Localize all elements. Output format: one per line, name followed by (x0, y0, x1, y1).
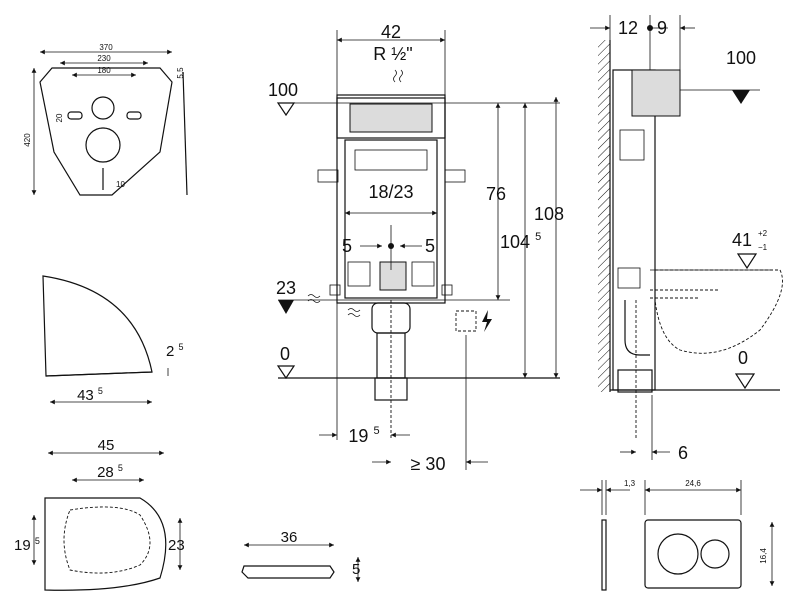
plate-w2: 230 (97, 54, 111, 63)
seat-top-w: 45 (98, 437, 115, 454)
seat-thick-sup: 5 (179, 342, 184, 352)
frame-width: 42 (381, 22, 401, 42)
side-level-100: 100 (726, 48, 756, 68)
svg-text:2 5: 2 5 (166, 342, 184, 360)
seat-thick: 2 (166, 343, 174, 360)
svg-text:19 5: 19 5 (14, 536, 40, 554)
seat-top-inner-sup: 5 (118, 463, 123, 473)
frame-w1823: 18/23 (368, 182, 413, 202)
seat-top-inner: 28 (97, 464, 114, 481)
svg-text:19 5: 19 5 (348, 425, 379, 446)
seat-top-h-left: 19 (14, 537, 31, 554)
lid-view: 36 5 (241, 529, 361, 582)
button-thick: 1,3 (624, 479, 636, 488)
side-d12: 12 (618, 18, 638, 38)
side-h41: 41 (732, 230, 752, 250)
side-tol-minus: −1 (758, 243, 768, 252)
plate-d2: 10 (116, 180, 125, 189)
plate-t: 5,5 (176, 67, 185, 79)
frame-h104-sup: 5 (535, 231, 541, 243)
plate-w1: 370 (99, 43, 113, 52)
insulation-plate: 370 230 180 420 20 10 5,5 (23, 43, 188, 196)
frame-five-left: 5 (342, 236, 352, 256)
flush-button-view: 1,3 24,6 16,4 (580, 479, 775, 591)
seat-depth: 43 (77, 387, 94, 404)
side-d6: 6 (678, 443, 688, 463)
frame-level-23: 23 (276, 278, 296, 298)
frame-level-100: 100 (268, 80, 298, 100)
button-h: 16,4 (759, 548, 768, 564)
seat-top-h-right: 23 (168, 537, 185, 554)
frame-level-0: 0 (280, 344, 290, 364)
svg-text:104 5: 104 5 (500, 231, 541, 252)
side-tol-plus: +2 (758, 229, 768, 238)
frame-thread: R ½" (373, 44, 412, 64)
frame-five-right: 5 (425, 236, 435, 256)
seat-side-view: 2 5 43 5 (42, 275, 184, 405)
seat-depth-sup: 5 (98, 386, 103, 396)
frame-h76: 76 (486, 184, 506, 204)
side-level-0: 0 (738, 348, 748, 368)
plate-d1: 20 (55, 113, 64, 122)
lid-h: 5 (352, 561, 360, 578)
side-view: 12 9 100 41 +2 −1 0 6 (590, 15, 783, 463)
button-w: 24,6 (685, 479, 701, 488)
seat-top-view: 45 28 5 19 5 23 (14, 437, 185, 591)
lid-w: 36 (281, 529, 298, 546)
svg-text:28 5: 28 5 (97, 463, 123, 481)
frame-min-w: ≥ 30 (411, 454, 446, 474)
plate-h: 420 (23, 133, 32, 147)
seat-top-h-left-sup: 5 (35, 536, 40, 546)
svg-text:43 5: 43 5 (77, 386, 103, 404)
side-d9: 9 (657, 18, 667, 38)
frame-front-view: 42 R ½" 100 76 104 5 108 18/23 5 5 23 (268, 22, 564, 474)
frame-h104: 104 (500, 232, 530, 252)
frame-bottom-w-sup: 5 (373, 425, 379, 437)
plate-w3: 180 (97, 66, 111, 75)
frame-h108: 108 (534, 204, 564, 224)
frame-bottom-w: 19 (348, 426, 368, 446)
